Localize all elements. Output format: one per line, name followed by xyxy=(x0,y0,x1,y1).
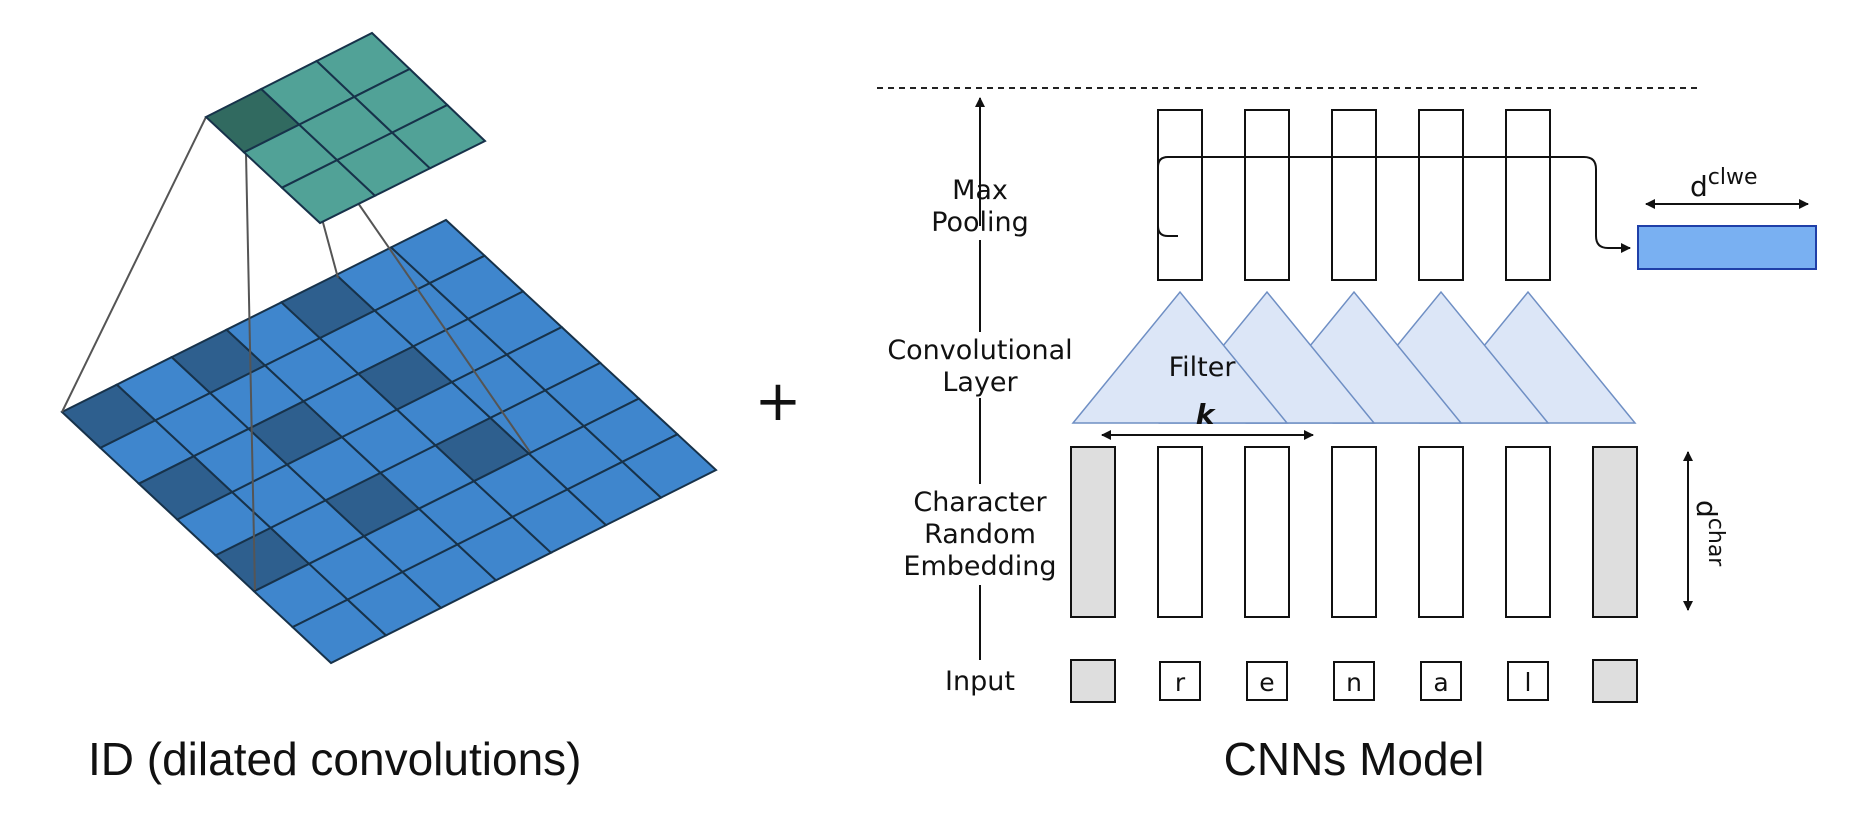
label-layer: Layer xyxy=(942,367,1018,398)
input-char-box xyxy=(1159,661,1201,701)
receptive-field-line xyxy=(245,152,256,591)
label-max: Max xyxy=(952,175,1008,206)
output-feature-grid xyxy=(204,31,487,225)
convolution-filters xyxy=(1071,290,1637,424)
pooling-column xyxy=(1331,109,1377,281)
input-char-box xyxy=(1420,661,1462,701)
pooling-column xyxy=(1505,109,1551,281)
right-caption: CNNs Model xyxy=(1224,733,1485,785)
output-dim-label: dclwe xyxy=(1690,165,1758,203)
pooling-loop-left xyxy=(1157,156,1178,237)
k-label: k xyxy=(1196,398,1217,431)
label-convolutional: Convolutional xyxy=(887,335,1072,366)
left-caption: ID (dilated convolutions) xyxy=(88,733,581,785)
label-input: Input xyxy=(945,666,1015,697)
embedding-column xyxy=(1505,446,1551,618)
pooling-columns xyxy=(1157,109,1551,281)
filter-label: Filter xyxy=(1169,352,1237,383)
input-char: e xyxy=(1259,668,1274,697)
output-grid-cell xyxy=(390,103,487,170)
embedding-dim-label: dchar xyxy=(1690,500,1728,567)
input-char-box xyxy=(1246,661,1288,701)
input-char: l xyxy=(1525,668,1532,697)
embedding-column xyxy=(1244,446,1290,618)
dilated-convolution-panel: ID (dilated convolutions) xyxy=(60,31,718,785)
input-grid-cell xyxy=(620,433,718,499)
receptive-field-line xyxy=(357,202,531,453)
filter-triangle xyxy=(1071,290,1289,424)
padding-input-box xyxy=(1592,659,1638,703)
pooling-column xyxy=(1418,109,1464,281)
padding-embedding-column xyxy=(1592,446,1638,618)
input-char: a xyxy=(1433,668,1448,697)
input-feature-grid xyxy=(60,218,718,665)
pooling-column xyxy=(1157,109,1203,281)
pooling-column xyxy=(1244,109,1290,281)
output-vector xyxy=(1637,225,1817,270)
stage-axis: Max Pooling Convolutional Layer Characte… xyxy=(887,97,1073,697)
receptive-field-line xyxy=(61,116,207,413)
embedding-column xyxy=(1157,446,1203,618)
label-random: Random xyxy=(924,519,1036,550)
label-character: Character xyxy=(913,487,1047,518)
cnn-model-panel: Max Pooling Convolutional Layer Characte… xyxy=(877,87,1817,785)
label-pooling: Pooling xyxy=(931,207,1029,238)
label-embedding: Embedding xyxy=(903,551,1056,582)
embedding-column xyxy=(1418,446,1464,618)
input-char: r xyxy=(1175,668,1186,697)
pooling-route-arrow xyxy=(1178,156,1631,253)
receptive-field-lines xyxy=(61,116,531,591)
padding-input-box xyxy=(1070,659,1116,703)
plus-sign: + xyxy=(755,369,802,434)
input-char-box xyxy=(1507,661,1549,701)
padding-embedding-column xyxy=(1070,446,1116,618)
input-char: n xyxy=(1346,668,1362,697)
input-char-box xyxy=(1333,661,1375,701)
embedding-column xyxy=(1331,446,1377,618)
embedding-columns xyxy=(1070,446,1638,618)
